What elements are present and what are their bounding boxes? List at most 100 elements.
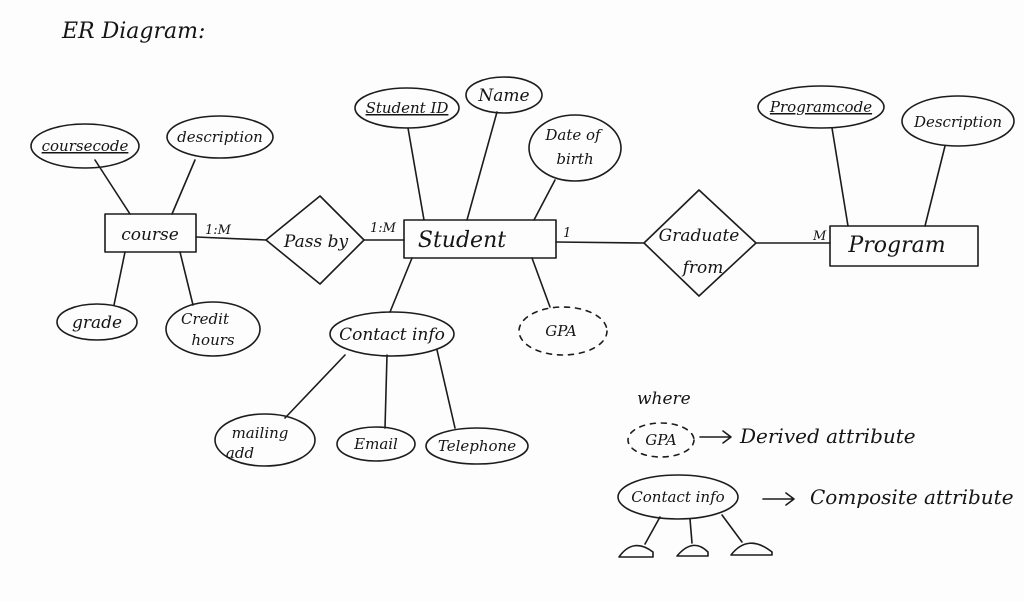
attr-coursecode: coursecode	[30, 123, 140, 169]
legend-derived: GPA Derived attribute	[627, 422, 916, 458]
attr-telephone-oval	[425, 427, 529, 465]
attr-student-id: Student ID	[354, 87, 460, 129]
relationship-graduate-from-diamond	[643, 189, 757, 297]
attr-programcode-label: Programcode	[769, 98, 872, 116]
attr-student-id-oval	[354, 87, 460, 129]
legend-composite-contact: Contact info	[631, 488, 724, 506]
cardinality-passby-student: 1:M	[370, 221, 397, 236]
entity-program-box	[829, 225, 979, 267]
relationship-pass-by: Pass by	[265, 195, 365, 285]
connector-lines	[94, 111, 946, 545]
cardinality-graduate-program: M	[812, 229, 827, 244]
attr-mailing-add-line1: mailing	[232, 424, 289, 442]
attr-coursecode-oval	[30, 123, 140, 169]
attr-date-of-birth-line2: birth	[556, 150, 593, 168]
entity-student-label: Student	[418, 228, 506, 253]
attr-course-description-label: description	[177, 128, 263, 146]
legend-derived-oval	[627, 422, 695, 458]
attr-grade-oval	[56, 303, 138, 341]
cardinality-student-graduate: 1	[563, 226, 571, 241]
attr-name: Name	[465, 76, 543, 114]
attr-contact-info: Contact info	[329, 311, 455, 357]
attr-credit-hours-oval	[165, 301, 261, 357]
legend-composite-arrow-icon	[762, 492, 795, 506]
entity-student: Student	[403, 219, 557, 259]
attr-programcode: Programcode	[757, 85, 885, 129]
attr-student-id-label: Student ID	[366, 99, 449, 117]
entity-student-box	[403, 219, 557, 259]
attr-program-description: Description	[901, 95, 1015, 147]
legend: where GPA Derived attribute Contact info…	[617, 389, 1014, 558]
attr-grade: grade	[56, 303, 138, 341]
legend-derived-text: Derived attribute	[739, 424, 916, 448]
attr-credit-hours-line2: hours	[191, 331, 235, 349]
legend-sub-oval-icon-3	[730, 542, 773, 556]
line-legend-leg-2	[689, 518, 693, 544]
line-dob-student	[533, 179, 556, 221]
line-course-credit	[179, 251, 194, 306]
attr-grade-label: grade	[72, 313, 122, 333]
line-student-contact	[389, 257, 413, 313]
relationship-graduate-from: Graduate from	[643, 189, 757, 297]
legend-sub-oval-icon-2	[676, 544, 709, 557]
line-contact-telephone	[436, 349, 456, 429]
attr-credit-hours-line1: Credit	[181, 310, 230, 328]
line-legend-leg-1	[644, 516, 661, 545]
legend-composite: Contact info Composite attribute	[617, 474, 1014, 558]
attr-telephone-label: Telephone	[438, 437, 516, 455]
attr-telephone: Telephone	[425, 427, 529, 465]
attr-date-of-birth: Date of birth	[528, 114, 622, 182]
attr-mailing-add-oval	[214, 413, 316, 467]
line-description-course	[171, 159, 196, 215]
entity-program-label: Program	[847, 233, 945, 258]
attr-course-description: description	[166, 115, 274, 159]
attr-program-description-label: Description	[913, 113, 1002, 131]
attr-credit-hours: Credit hours	[165, 301, 261, 357]
legend-composite-text: Composite attribute	[810, 485, 1014, 509]
line-course-passby	[195, 236, 267, 241]
legend-composite-oval	[617, 474, 739, 520]
attr-date-of-birth-oval	[528, 114, 622, 182]
attr-coursecode-label: coursecode	[42, 137, 129, 155]
legend-derived-gpa: GPA	[645, 431, 677, 449]
relationship-pass-by-label: Pass by	[283, 232, 349, 252]
line-student-gpa	[531, 257, 551, 308]
relationship-pass-by-diamond	[265, 195, 365, 285]
attr-name-oval	[465, 76, 543, 114]
attr-mailing-add: mailing add	[214, 413, 316, 467]
attr-gpa-label: GPA	[545, 322, 577, 340]
entity-program: Program	[829, 225, 979, 267]
attr-gpa-oval	[518, 306, 608, 356]
relationship-graduate-from-line2: from	[681, 258, 724, 278]
entity-course-box	[104, 213, 197, 253]
legend-where: where	[637, 389, 691, 409]
line-course-grade	[113, 251, 126, 306]
attr-contact-info-label: Contact info	[339, 325, 445, 345]
line-legend-leg-3	[721, 514, 743, 543]
line-coursecode-course	[94, 159, 131, 215]
entity-course-label: course	[121, 225, 179, 245]
relationship-graduate-from-line1: Graduate	[659, 226, 740, 246]
line-name-student	[466, 111, 498, 221]
line-programcode-program	[831, 127, 849, 227]
line-contact-mailing	[284, 354, 346, 419]
attr-email: Email	[336, 426, 416, 462]
line-student-graduate	[555, 241, 645, 244]
attr-date-of-birth-line1: Date of	[544, 126, 603, 144]
legend-sub-oval-icon-1	[618, 544, 654, 558]
attr-program-description-oval	[901, 95, 1015, 147]
attr-gpa-derived: GPA	[518, 306, 608, 356]
attr-programcode-oval	[757, 85, 885, 129]
diagram-title: ER Diagram:	[61, 19, 205, 44]
attr-email-oval	[336, 426, 416, 462]
attr-name-label: Name	[477, 86, 529, 106]
line-description-program	[924, 145, 946, 227]
line-studentid-student	[407, 127, 425, 221]
line-contact-email	[384, 354, 388, 429]
cardinality-course-passby: 1:M	[205, 223, 232, 238]
attr-contact-info-oval	[329, 311, 455, 357]
legend-derived-arrow-icon	[699, 430, 732, 444]
attr-mailing-add-line2: add	[226, 444, 254, 462]
